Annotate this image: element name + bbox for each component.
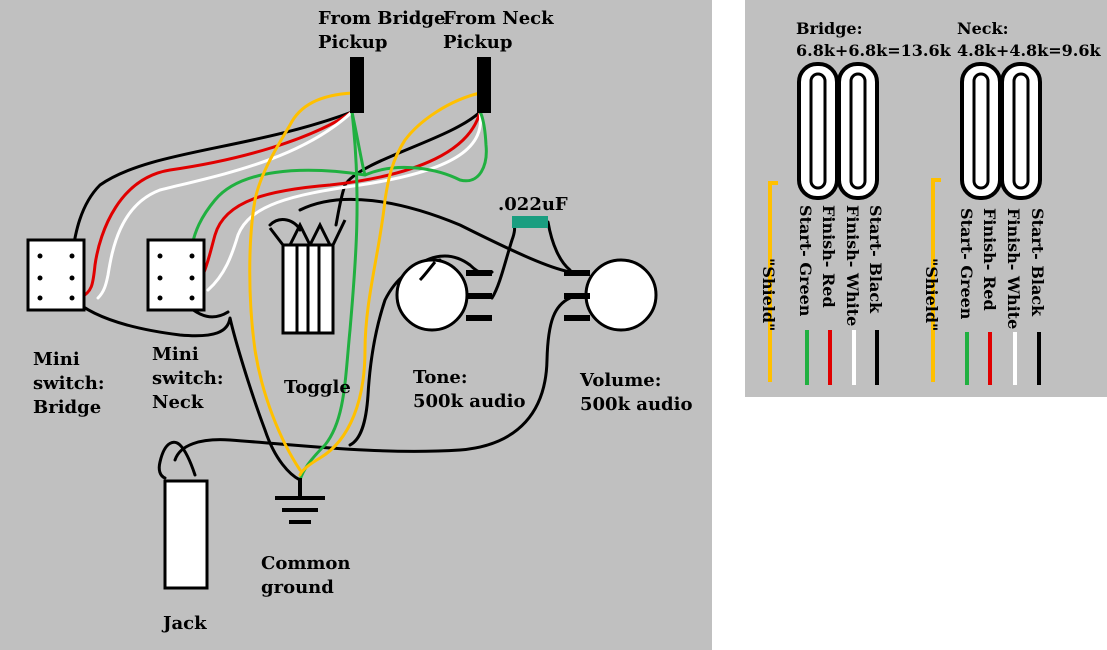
neck-finish-red-label: Finish- Red: [980, 208, 999, 311]
wire-yellow: [298, 91, 482, 477]
mini-switch-bridge: [26, 238, 86, 312]
neck-start-green-label: Start- Green: [957, 208, 976, 320]
wire-black: [173, 296, 572, 462]
volume-label: Volume:500k audio: [579, 370, 693, 415]
wire-black: [70, 110, 354, 257]
wire-red: [78, 110, 354, 300]
lug: [37, 253, 43, 259]
toggle-label: Toggle: [284, 377, 351, 398]
tone-pot: [395, 258, 492, 332]
wire-white: [206, 110, 483, 292]
wire-black: [70, 296, 302, 482]
bridge-start-green-label: Start- Green: [796, 205, 815, 317]
ground-symbol: [275, 478, 325, 524]
neck-pickup-lead: [477, 57, 491, 113]
neck-shield-label: "Shield": [922, 258, 941, 331]
lug: [69, 275, 75, 281]
tone-pot-body: [395, 258, 469, 332]
wire-black: [334, 110, 482, 227]
bridge-finish-red-label: Finish- Red: [819, 205, 838, 308]
wire-green: [190, 168, 367, 247]
legend-bridge: Bridge: 6.8k+6.8k=13.6k "Shield" Start- …: [759, 19, 952, 385]
bridge-finish-white-label: Finish- White: [843, 205, 862, 326]
legend-neck: Neck: 4.8k+4.8k=9.6k "Shield" Start- Gre…: [922, 19, 1101, 385]
volume-pot: [564, 258, 658, 332]
neck-shield-wire: [931, 178, 941, 382]
wire-yellow: [248, 91, 354, 472]
jack-label: Jack: [161, 613, 207, 634]
mini-switch-bridge-body: [26, 238, 86, 312]
lug: [189, 295, 195, 301]
lug: [37, 275, 43, 281]
legend-neck-title: Neck:: [957, 19, 1009, 38]
bridge-pickup-lead: [350, 57, 364, 113]
neck-finish-white-label: Finish- White: [1004, 208, 1023, 329]
bridge-start-black-label: Start- Black: [866, 205, 885, 314]
wire-white: [96, 110, 354, 300]
mini-switch-neck-body: [146, 238, 206, 312]
legend-bridge-title: Bridge:: [796, 19, 863, 38]
wire-green: [298, 110, 359, 482]
lug: [189, 275, 195, 281]
mini-switch-neck: [146, 238, 206, 312]
legend-neck-value: 4.8k+4.8k=9.6k: [957, 41, 1101, 60]
lug: [69, 253, 75, 259]
capacitor-label: .022uF: [498, 194, 568, 215]
wire-black: [546, 220, 572, 272]
legend-bridge-value: 6.8k+6.8k=13.6k: [796, 41, 952, 60]
lug: [157, 253, 163, 259]
volume-pot-body: [584, 258, 658, 332]
lug: [69, 295, 75, 301]
wire-black: [157, 440, 197, 480]
lug: [189, 253, 195, 259]
bridge-shield-wire: [768, 181, 778, 382]
lug: [157, 295, 163, 301]
capacitor: [512, 216, 548, 228]
toggle-switch: [268, 219, 347, 335]
lug: [157, 275, 163, 281]
wire-black: [298, 197, 572, 274]
lug: [37, 295, 43, 301]
neck-start-black-label: Start- Black: [1028, 208, 1047, 317]
tone-label: Tone:500k audio: [413, 367, 526, 412]
wire-red: [186, 110, 482, 299]
jack: [163, 479, 209, 590]
bridge-shield-label: "Shield": [759, 258, 778, 331]
wire-green: [350, 110, 488, 183]
